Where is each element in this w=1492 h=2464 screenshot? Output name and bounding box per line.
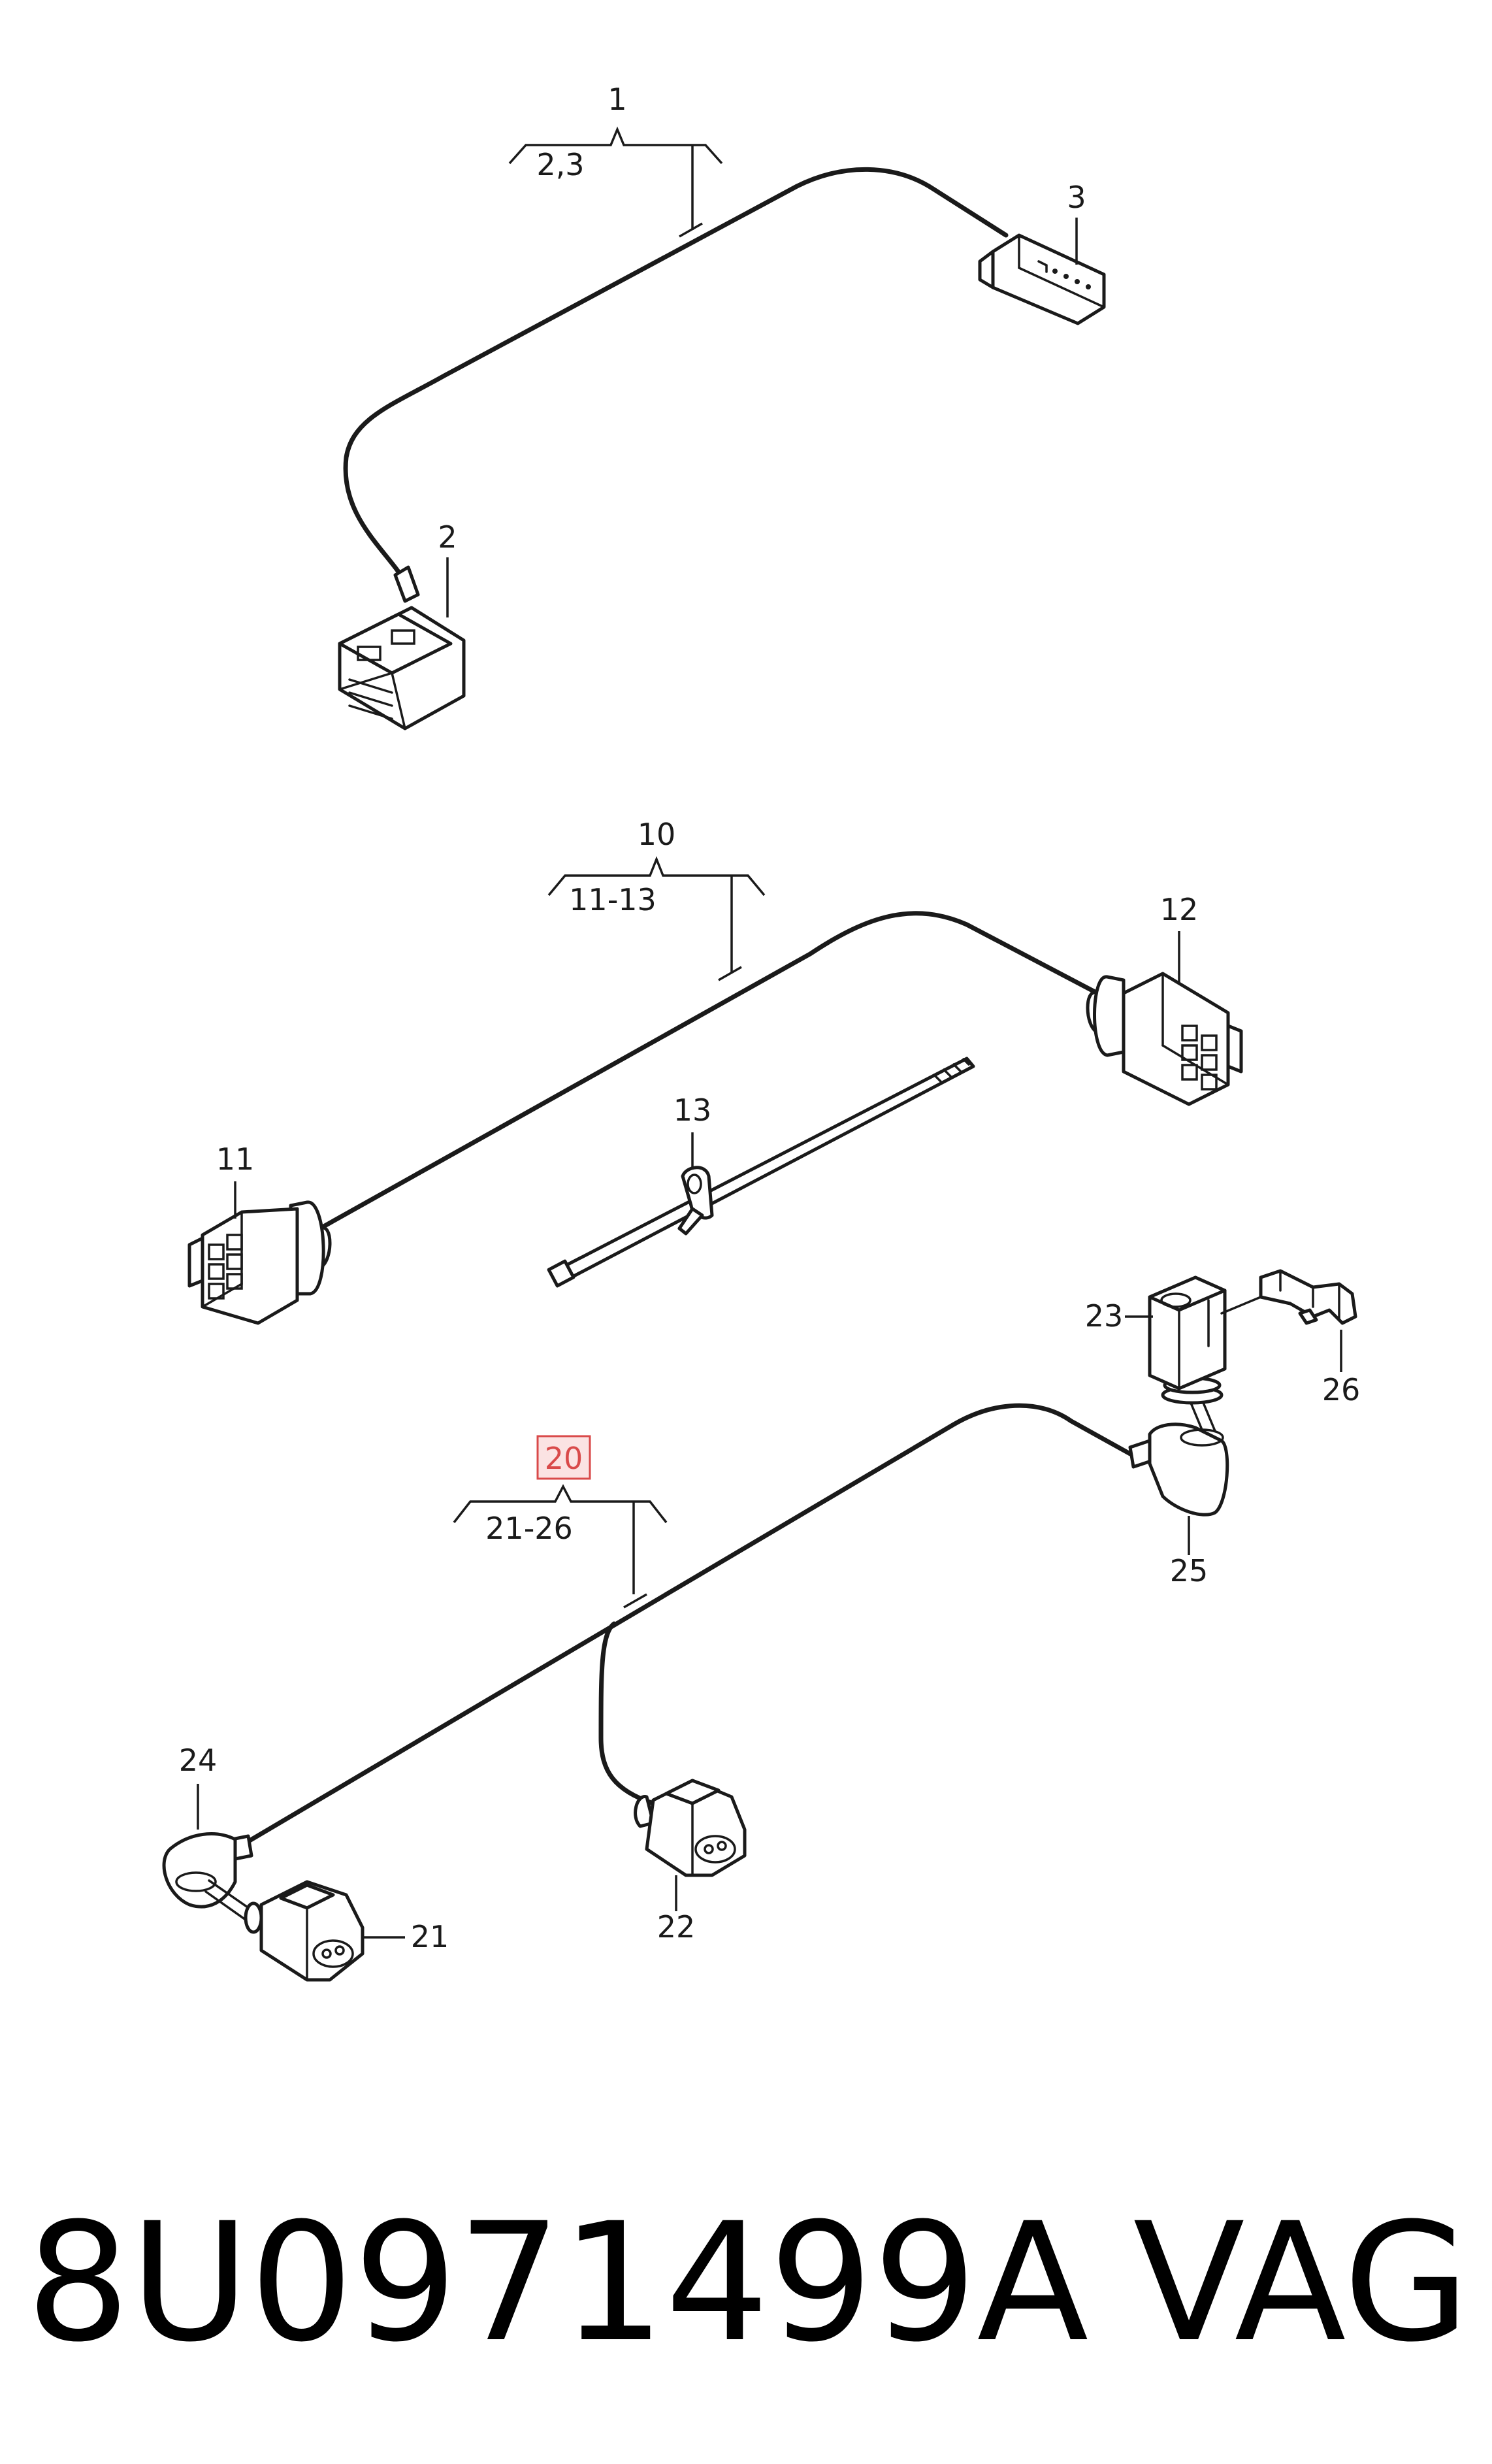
callout-11: 11: [216, 1142, 255, 1177]
callout-26: 26: [1322, 1372, 1361, 1407]
callout-13: 13: [673, 1092, 712, 1128]
callout-21: 21: [411, 1919, 449, 1954]
callout-12: 12: [1160, 892, 1199, 927]
callout-20: 20: [545, 1441, 583, 1476]
part-number: 8U0971499A: [26, 2188, 1088, 2378]
cable-tie-13: [547, 1057, 975, 1288]
callout-bracket-20: [453, 1484, 668, 1524]
callout-range-11-13: 11-13: [569, 882, 657, 917]
connector-2: [338, 565, 466, 731]
bracket-26: [1220, 1269, 1357, 1325]
connector-21: [244, 1880, 365, 1982]
connector-25-boot: [1128, 1397, 1229, 1517]
callout-range-21-26: 21-26: [485, 1511, 573, 1546]
connector-11: [187, 1200, 332, 1325]
connector-3: [978, 233, 1106, 325]
callout-bracket-10: [547, 856, 766, 896]
callout-2: 2: [438, 519, 457, 555]
callout-22: 22: [657, 1909, 696, 1945]
harness-assembly-10: 10 11-13 12: [187, 817, 1243, 1325]
callout-23: 23: [1085, 1298, 1124, 1334]
callout-bracket-1: [508, 126, 723, 165]
harness-wire-10: [317, 911, 1100, 1231]
callout-24: 24: [179, 1743, 218, 1778]
connector-24-boot: [162, 1832, 259, 1928]
callout-20-highlight-box: [536, 1435, 591, 1480]
callout-1: 1: [608, 82, 626, 117]
harness-wire-1: [343, 167, 1009, 584]
callout-range-2-3: 2,3: [536, 147, 584, 182]
callout-3: 3: [1067, 180, 1086, 215]
callout-25: 25: [1170, 1553, 1208, 1588]
wire-tick-10: [718, 966, 742, 981]
brand-name: VAG: [1133, 2188, 1470, 2378]
connector-12: [1086, 972, 1243, 1106]
connector-22: [634, 1779, 747, 1877]
harness-assembly-1: 1 2,3 3: [338, 82, 1106, 731]
wire-tick-1: [679, 222, 703, 238]
callout-10: 10: [638, 817, 676, 852]
connector-23: [1148, 1275, 1227, 1405]
harness-wire-20: [233, 1403, 1133, 1852]
harness-assembly-20: 20 21-26 25 23: [162, 1269, 1361, 1982]
wire-tick-20: [623, 1593, 647, 1609]
harness-branch-22: [598, 1621, 656, 1806]
